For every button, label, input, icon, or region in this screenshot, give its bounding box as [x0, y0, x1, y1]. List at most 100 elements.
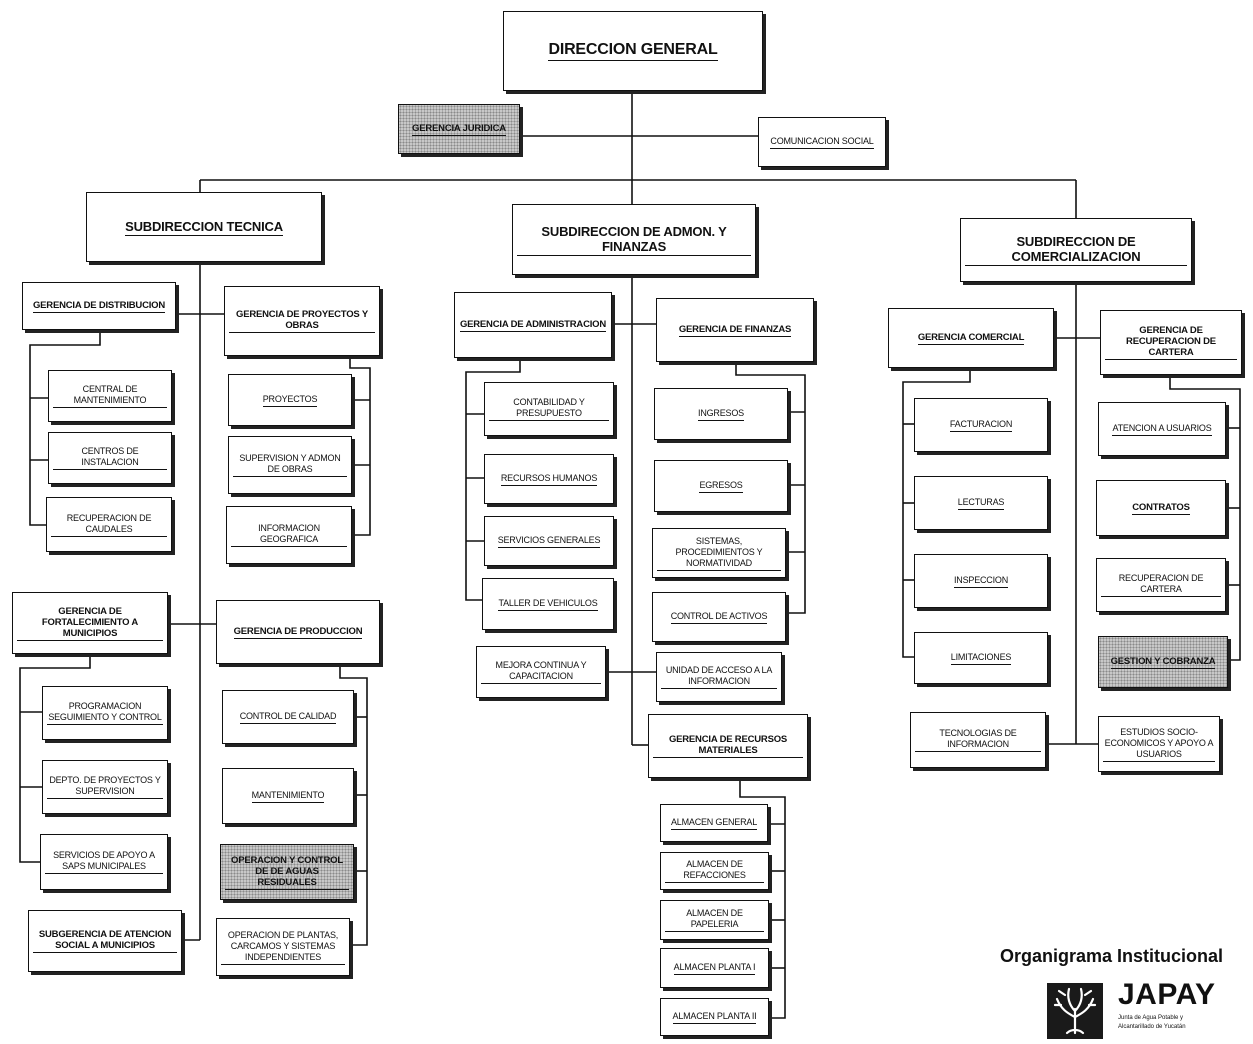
box-label: SUBDIRECCION TECNICA: [125, 218, 283, 236]
box-almacen-refacciones: ALMACEN DE REFACCIONES: [660, 852, 769, 890]
box-gerencia-juridica: GERENCIA JURIDICA: [398, 104, 520, 154]
box-label: DEPTO. DE PROYECTOS Y SUPERVISION: [47, 775, 163, 799]
box-label: MEJORA CONTINUA Y CAPACITACION: [481, 660, 601, 684]
box-label: FACTURACION: [949, 419, 1012, 432]
box-label: ALMACEN PLANTA II: [672, 1011, 757, 1024]
box-depto-proyectos: DEPTO. DE PROYECTOS Y SUPERVISION: [42, 760, 168, 814]
box-limitaciones: LIMITACIONES: [914, 632, 1048, 684]
box-mejora-continua: MEJORA CONTINUA Y CAPACITACION: [476, 646, 606, 698]
box-label: UNIDAD DE ACCESO A LA INFORMACION: [661, 665, 777, 689]
logo-subtitle-line-2: Alcantarillado de Yucatán: [1118, 1024, 1186, 1030]
box-label: RECUPERACION DE CARTERA: [1101, 573, 1221, 597]
box-label: GERENCIA DE PRODUCCION: [233, 625, 363, 639]
box-label: RECUPERACION DE CAUDALES: [51, 513, 167, 537]
box-ingresos: INGRESOS: [654, 388, 788, 440]
box-gerencia-fortalecimiento: GERENCIA DE FORTALECIMIENTO A MUNICIPIOS: [12, 592, 168, 654]
box-servicios-apoyo: SERVICIOS DE APOYO A SAPS MUNICIPALES: [40, 834, 168, 890]
box-label: LECTURAS: [957, 497, 1004, 510]
box-label: INFORMACION GEOGRAFICA: [231, 523, 347, 547]
box-proyectos: PROYECTOS: [228, 374, 352, 426]
box-servicios-generales: SERVICIOS GENERALES: [484, 516, 614, 566]
box-subgerencia-atencion: SUBGERENCIA DE ATENCION SOCIAL A MUNICIP…: [28, 910, 182, 972]
box-subdireccion-tecnica: SUBDIRECCION TECNICA: [86, 192, 322, 262]
logo-name: JAPAY: [1118, 978, 1216, 1011]
box-label: ALMACEN DE REFACCIONES: [665, 859, 764, 883]
box-label: ALMACEN GENERAL: [670, 817, 757, 830]
box-gerencia-recuperacion: GERENCIA DE RECUPERACION DE CARTERA: [1100, 310, 1242, 375]
box-label: EGRESOS: [699, 480, 743, 493]
box-label: INSPECCION: [953, 575, 1008, 588]
box-label: SUBDIRECCION DE COMERCIALIZACION: [965, 234, 1187, 266]
box-informacion-geografica: INFORMACION GEOGRAFICA: [226, 506, 352, 564]
box-operacion-plantas: OPERACION DE PLANTAS, CARCAMOS Y SISTEMA…: [216, 918, 350, 976]
box-label: CONTABILIDAD Y PRESUPUESTO: [489, 397, 609, 421]
box-tecnologias: TECNOLOGIAS DE INFORMACION: [910, 712, 1046, 768]
box-label: CONTRATOS: [1132, 501, 1190, 515]
box-label: SISTEMAS, PROCEDIMIENTOS Y NORMATIVIDAD: [657, 536, 781, 571]
box-subdireccion-comercializacion: SUBDIRECCION DE COMERCIALIZACION: [960, 218, 1192, 282]
box-taller-vehiculos: TALLER DE VEHICULOS: [482, 578, 614, 630]
box-label: TECNOLOGIAS DE INFORMACION: [915, 728, 1041, 752]
box-gerencia-proyectos: GERENCIA DE PROYECTOS Y OBRAS: [224, 286, 380, 356]
box-label: GESTION Y COBRANZA: [1110, 655, 1216, 669]
box-mantenimiento: MANTENIMIENTO: [222, 768, 354, 824]
box-gerencia-finanzas: GERENCIA DE FINANZAS: [656, 298, 814, 362]
box-label: CONTROL DE ACTIVOS: [670, 611, 767, 624]
box-label: PROGRAMACION SEGUIMIENTO Y CONTROL: [47, 701, 163, 725]
box-label: CENTRAL DE MANTENIMIENTO: [53, 384, 167, 408]
box-supervision-obras: SUPERVISION Y ADMON DE OBRAS: [228, 436, 352, 494]
box-label: OPERACION DE PLANTAS, CARCAMOS Y SISTEMA…: [221, 930, 345, 965]
chart-title: Organigrama Institucional: [1000, 946, 1224, 966]
box-label: COMUNICACION SOCIAL: [770, 136, 874, 149]
box-facturacion: FACTURACION: [914, 398, 1048, 452]
box-contabilidad: CONTABILIDAD Y PRESUPUESTO: [484, 382, 614, 436]
box-label: CENTROS DE INSTALACION: [53, 446, 167, 470]
box-almacen-planta-2: ALMACEN PLANTA II: [660, 998, 769, 1036]
box-label: GERENCIA COMERCIAL: [917, 331, 1025, 345]
box-label: ALMACEN PLANTA I: [673, 962, 756, 975]
box-comunicacion-social: COMUNICACION SOCIAL: [758, 117, 886, 167]
box-label: CONTROL DE CALIDAD: [239, 711, 336, 724]
box-label: SUBDIRECCION DE ADMON. Y FINANZAS: [517, 224, 751, 256]
box-gestion-cobranza: GESTION Y COBRANZA: [1098, 636, 1228, 688]
box-sistemas: SISTEMAS, PROCEDIMIENTOS Y NORMATIVIDAD: [652, 528, 786, 578]
box-label: GERENCIA DE RECUPERACION DE CARTERA: [1105, 325, 1237, 360]
box-recursos-humanos: RECURSOS HUMANOS: [484, 454, 614, 504]
box-label: GERENCIA DE ADMINISTRACION: [459, 318, 607, 332]
box-atencion-usuarios: ATENCION A USUARIOS: [1098, 402, 1226, 456]
box-inspeccion: INSPECCION: [914, 554, 1048, 608]
box-label: GERENCIA DE PROYECTOS Y OBRAS: [229, 309, 375, 333]
box-label: LIMITACIONES: [950, 652, 1011, 665]
box-label: MANTENIMIENTO: [251, 790, 325, 803]
box-control-activos: CONTROL DE ACTIVOS: [652, 592, 786, 642]
box-recuperacion-cartera: RECUPERACION DE CARTERA: [1096, 558, 1226, 612]
box-control-calidad: CONTROL DE CALIDAD: [222, 690, 354, 744]
box-label: TALLER DE VEHICULOS: [498, 598, 598, 611]
box-label: PROYECTOS: [262, 394, 317, 407]
box-central-mantenimiento: CENTRAL DE MANTENIMIENTO: [48, 370, 172, 422]
box-label: GERENCIA DE DISTRIBUCION: [32, 299, 166, 313]
box-centros-instalacion: CENTROS DE INSTALACION: [48, 432, 172, 484]
tree-logo-icon: [1047, 983, 1103, 1039]
box-label: OPERACION Y CONTROL DE DE AGUAS RESIDUAL…: [225, 855, 349, 890]
box-label: SERVICIOS GENERALES: [497, 535, 600, 548]
box-label: SUPERVISION Y ADMON DE OBRAS: [233, 453, 347, 477]
box-label: SERVICIOS DE APOYO A SAPS MUNICIPALES: [45, 850, 163, 874]
box-gerencia-produccion: GERENCIA DE PRODUCCION: [216, 600, 380, 664]
box-almacen-papeleria: ALMACEN DE PAPELERIA: [660, 900, 769, 940]
box-label: DIRECCION GENERAL: [548, 41, 718, 61]
box-gerencia-administracion: GERENCIA DE ADMINISTRACION: [454, 292, 612, 358]
box-direccion-general: DIRECCION GENERAL: [503, 11, 763, 91]
box-operacion-aguas: OPERACION Y CONTROL DE DE AGUAS RESIDUAL…: [220, 844, 354, 900]
box-estudios-socioeconomicos: ESTUDIOS SOCIO-ECONOMICOS Y APOYO A USUA…: [1098, 716, 1220, 772]
box-contratos: CONTRATOS: [1096, 480, 1226, 536]
box-programacion: PROGRAMACION SEGUIMIENTO Y CONTROL: [42, 686, 168, 740]
box-gerencia-recursos-materiales: GERENCIA DE RECURSOS MATERIALES: [648, 714, 808, 778]
box-label: GERENCIA JURIDICA: [412, 122, 506, 136]
box-label: GERENCIA DE RECURSOS MATERIALES: [653, 734, 803, 758]
box-label: ALMACEN DE PAPELERIA: [665, 908, 764, 932]
box-lecturas: LECTURAS: [914, 476, 1048, 530]
box-label: INGRESOS: [698, 408, 744, 421]
logo-subtitle-line-1: Junta de Agua Potable y: [1118, 1015, 1184, 1021]
